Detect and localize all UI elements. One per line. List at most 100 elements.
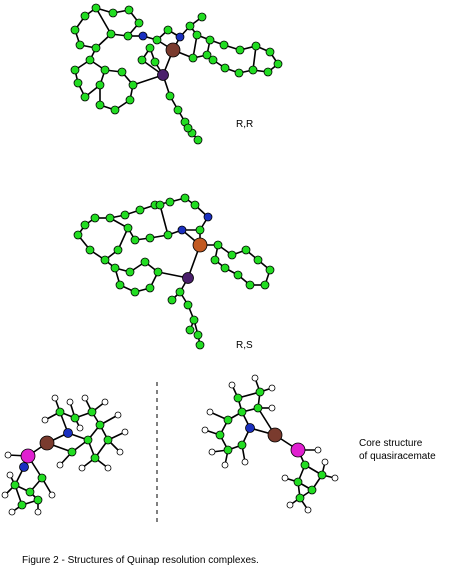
carbon-atom	[140, 257, 150, 267]
core-structure-right	[201, 374, 339, 514]
carbon-atom	[253, 255, 263, 265]
phosphorus-atom	[182, 272, 194, 284]
hydrogen-atom	[4, 451, 12, 459]
carbon-atom	[130, 287, 140, 297]
carbon-atom	[110, 105, 120, 115]
carbon-atom	[108, 8, 118, 18]
carbon-atom	[227, 250, 237, 260]
hydrogen-atom	[104, 464, 112, 472]
carbon-atom	[183, 300, 193, 310]
carbon-atom	[260, 280, 270, 290]
bond	[159, 204, 169, 236]
carbon-atom	[293, 477, 303, 487]
carbon-atom	[123, 223, 133, 233]
carbon-atom	[237, 407, 247, 417]
carbon-atom	[195, 340, 205, 350]
hydrogen-atom	[251, 374, 259, 382]
carbon-atom	[106, 29, 116, 39]
carbon-atom	[87, 407, 97, 417]
carbon-atom	[205, 35, 215, 45]
phosphorus_core-atom	[290, 442, 306, 458]
carbon-atom	[90, 453, 100, 463]
carbon-atom	[67, 447, 77, 457]
carbon-atom	[175, 287, 185, 297]
hydrogen-atom	[81, 394, 89, 402]
carbon-atom	[185, 21, 195, 31]
carbon-atom	[165, 197, 175, 207]
hydrogen-atom	[41, 416, 49, 424]
carbon-atom	[95, 420, 105, 430]
carbon-atom	[307, 485, 317, 495]
carbon-atom	[195, 225, 205, 235]
carbon-atom	[123, 31, 133, 41]
carbon-atom	[83, 435, 93, 445]
hydrogen-atom	[48, 491, 56, 499]
hydrogen-atom	[8, 508, 16, 516]
nitrogen-atom	[203, 212, 213, 222]
carbon-atom	[113, 245, 123, 255]
carbon-atom	[90, 213, 100, 223]
carbon-atom	[163, 230, 173, 240]
carbon-atom	[265, 47, 275, 57]
carbon-atom	[134, 18, 144, 28]
nitrogen-atom	[245, 423, 255, 433]
carbon-atom	[165, 91, 175, 101]
carbon-atom	[95, 80, 105, 90]
carbon-atom	[173, 105, 183, 115]
carbon-atom	[33, 495, 43, 505]
carbon-atom	[125, 267, 135, 277]
carbon-atom	[263, 67, 273, 77]
hydrogen-atom	[101, 398, 109, 406]
carbon-atom	[91, 3, 101, 13]
carbon-atom	[85, 55, 95, 65]
carbon-atom	[110, 263, 120, 273]
label-rr: R,R	[236, 119, 253, 130]
carbon-atom	[235, 45, 245, 55]
hydrogen-atom	[286, 501, 294, 509]
carbon-atom	[17, 500, 27, 510]
carbon-atom	[245, 280, 255, 290]
carbon-atom	[248, 65, 258, 75]
carbon-atom	[193, 330, 203, 340]
hydrogen-atom	[116, 448, 124, 456]
hydrogen-atom	[268, 384, 276, 392]
carbon-atom	[85, 245, 95, 255]
carbon-atom	[10, 480, 20, 490]
core-structure-left	[1, 394, 129, 516]
carbon-atom	[265, 265, 275, 275]
label-rs: R,S	[236, 340, 253, 351]
carbon-atom	[80, 92, 90, 102]
hydrogen-atom	[56, 461, 64, 469]
carbon-atom	[117, 67, 127, 77]
carbon-atom	[273, 59, 283, 69]
molecule-rr	[70, 3, 283, 145]
carbon-atom	[25, 487, 35, 497]
hydrogen-atom	[228, 381, 236, 389]
hydrogen-atom	[201, 426, 209, 434]
carbon-atom	[213, 240, 223, 250]
carbon-atom	[163, 25, 173, 35]
hydrogen-atom	[321, 458, 329, 466]
hydrogen-atom	[1, 491, 9, 499]
carbon-atom	[233, 393, 243, 403]
carbon-atom	[145, 43, 155, 53]
nitrogen-atom	[63, 428, 73, 438]
carbon-atom	[115, 280, 125, 290]
carbon-atom	[80, 11, 90, 21]
carbon-atom	[183, 123, 193, 133]
carbon-atom	[190, 200, 200, 210]
hydrogen-atom	[314, 446, 322, 454]
hydrogen-atom	[114, 411, 122, 419]
carbon-atom	[120, 210, 130, 220]
carbon-atom	[150, 57, 160, 67]
carbon-atom	[155, 200, 165, 210]
carbon-atom	[223, 415, 233, 425]
carbon-atom	[215, 430, 225, 440]
carbon-atom	[220, 63, 230, 73]
metal-atom	[165, 42, 181, 58]
hydrogen-atom	[281, 474, 289, 482]
carbon-atom	[167, 295, 177, 305]
hydrogen-atom	[6, 471, 14, 479]
carbon-atom	[55, 407, 65, 417]
